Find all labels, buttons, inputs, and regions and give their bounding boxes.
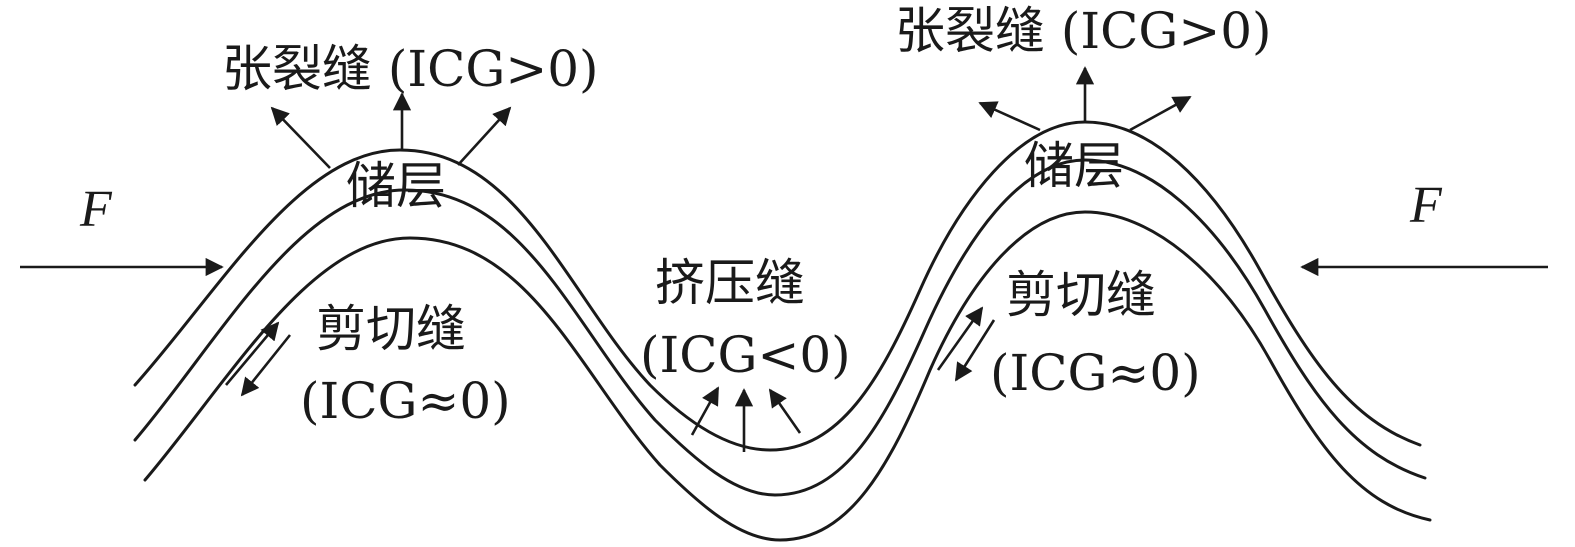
shear-label-right-title: 剪切缝 bbox=[1006, 266, 1156, 324]
force-label-right: F bbox=[1409, 177, 1443, 234]
tension-arrow-left-3 bbox=[457, 106, 512, 166]
compression-label-value: (ICG<0) bbox=[640, 326, 851, 384]
fold-layer-middle bbox=[133, 158, 1427, 497]
tension-arrow-left-1 bbox=[270, 106, 331, 169]
compression-arrow-3 bbox=[768, 388, 802, 434]
shear-label-right-value: (ICG≈0) bbox=[990, 344, 1201, 402]
tension-arrow-right-1 bbox=[978, 101, 1041, 132]
compression-arrow-1 bbox=[690, 386, 720, 436]
shear-arrow-right-down bbox=[954, 319, 996, 382]
force-label-left: F bbox=[79, 181, 113, 238]
shear-label-left-value: (ICG≈0) bbox=[300, 372, 511, 430]
reservoir-label-right: 储层 bbox=[1024, 137, 1124, 195]
fold-layer-lower bbox=[143, 210, 1432, 542]
fold-layer-upper bbox=[133, 120, 1422, 452]
shear-arrow-left-down bbox=[240, 334, 292, 397]
shear-arrow-right-up bbox=[936, 306, 984, 371]
reservoir-label-left: 储层 bbox=[346, 157, 446, 215]
tension-label-right: 张裂缝 (ICG>0) bbox=[895, 2, 1272, 60]
tension-arrow-right-3 bbox=[1129, 95, 1192, 132]
tension-label-left: 张裂缝 (ICG>0) bbox=[222, 40, 599, 98]
shear-label-left-title: 剪切缝 bbox=[316, 300, 466, 358]
shear-arrow-left-up bbox=[225, 321, 280, 386]
compression-label-title: 挤压缝 bbox=[655, 254, 805, 312]
